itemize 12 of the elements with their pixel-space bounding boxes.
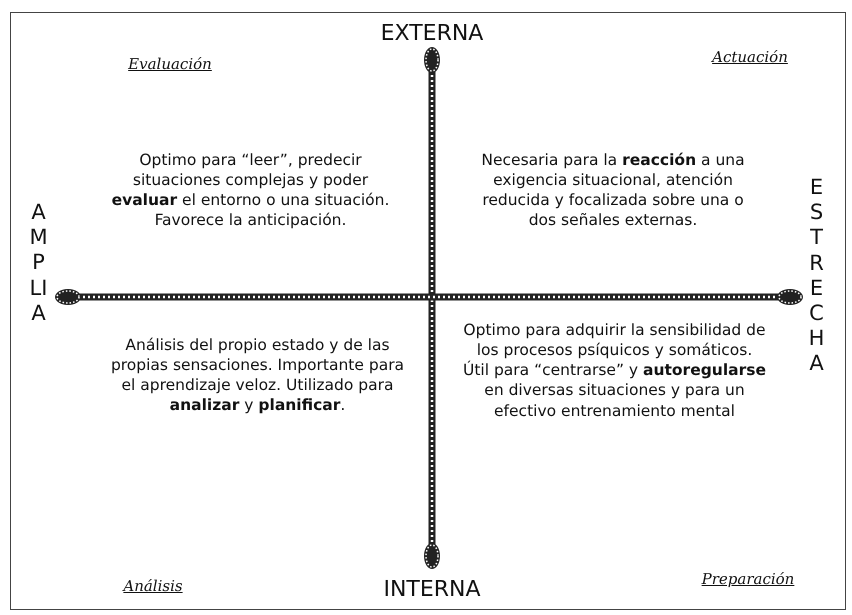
quadrant-title: Preparación	[700, 570, 796, 590]
axis-label: INTERNA	[382, 576, 482, 604]
quadrant-description: Optimo para adquirir la sensibilidad de los procesos psíquicos y somáticos. Útil para “centrarse” y autoregularse en diversas situaciones y para un efectivo entrenamiento mental	[462, 320, 767, 421]
quadrant-title: Actuación	[710, 48, 789, 68]
quadrant-description: Optimo para “leer”, predecir situaciones complejas y poder evaluar el entorno o una situación. Favorece la anticipación.	[110, 150, 390, 231]
quadrant-title: Evaluación	[127, 55, 213, 74]
quadrant-description: Análisis del propio estado y de las propias sensaciones. Importante para el aprendizaje veloz. Utilizado para analizar y planificar.	[110, 335, 405, 416]
axis-label: ESTRECHA	[808, 175, 826, 376]
axis-label: AMPLIA	[28, 200, 49, 326]
quadrant-title: Análisis	[121, 577, 184, 596]
axis-label: EXTERNA	[380, 20, 484, 48]
quadrant-description: Necesaria para la reacción a una exigencia situacional, atención reducida y focalizada sobre una o dos señales externas.	[480, 150, 746, 231]
